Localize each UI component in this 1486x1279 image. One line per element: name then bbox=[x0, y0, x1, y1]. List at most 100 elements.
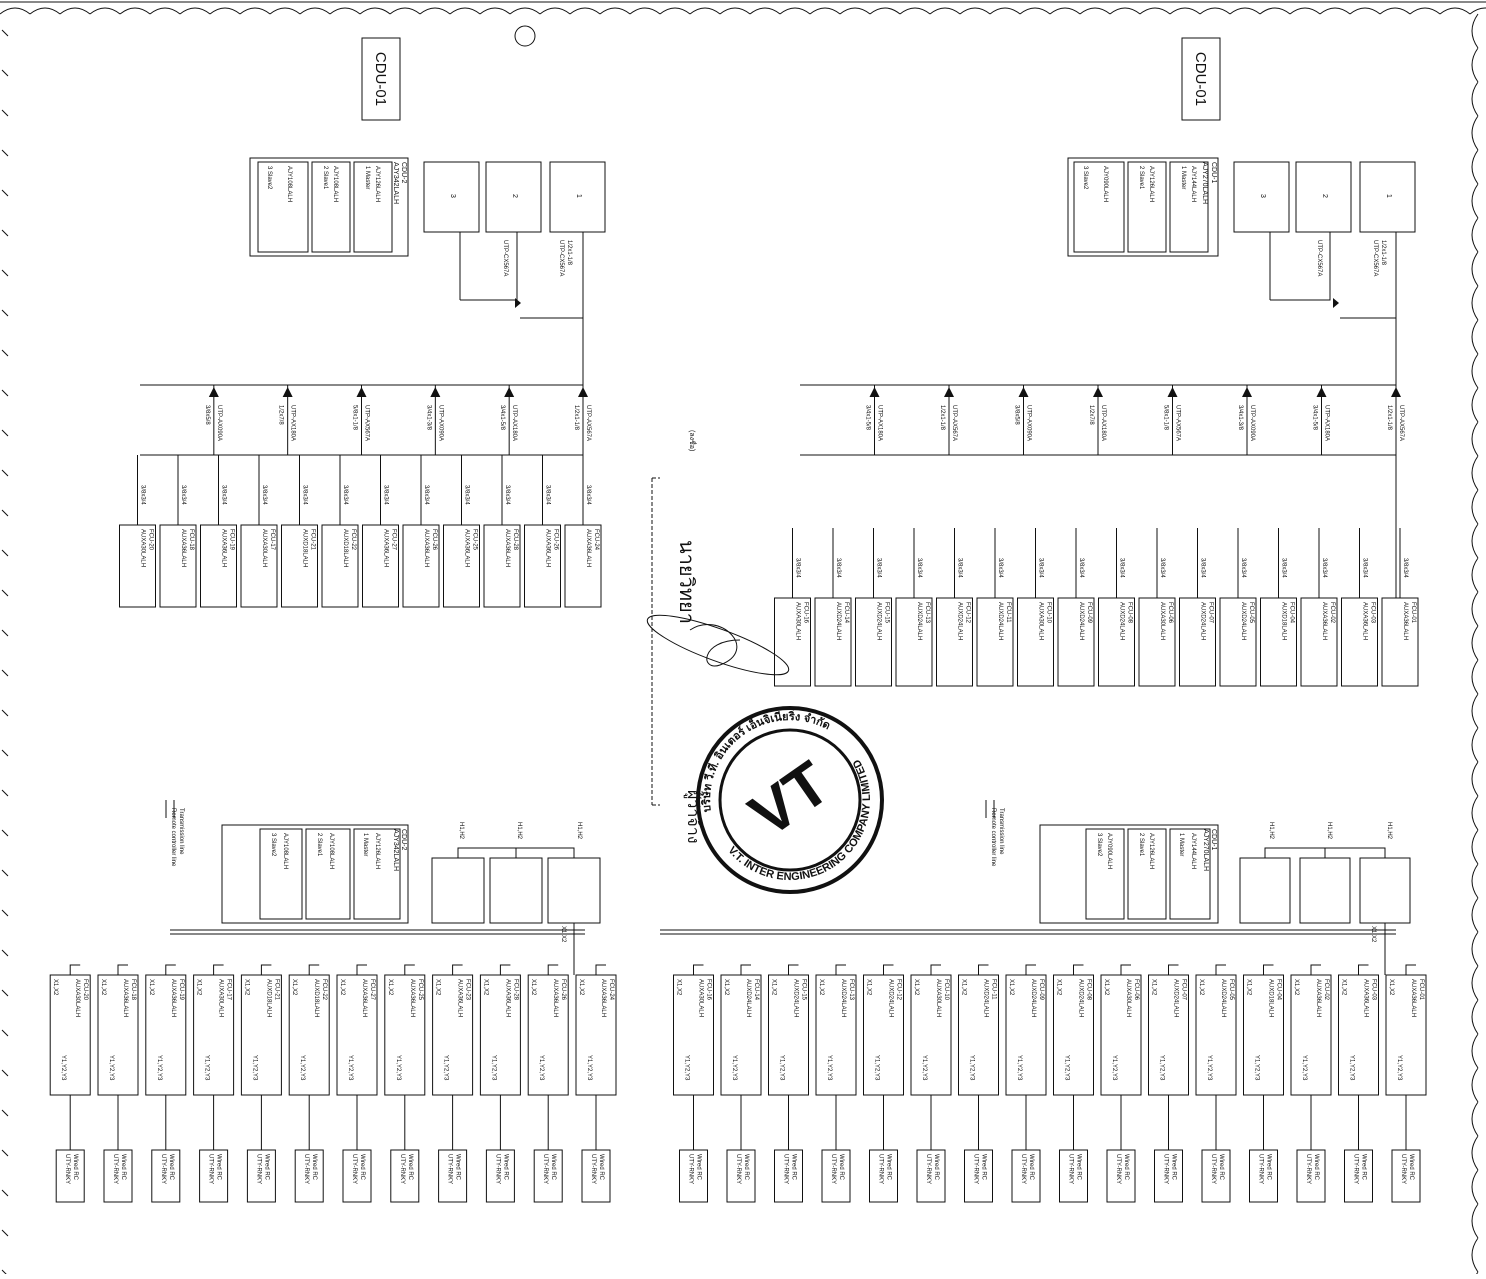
branch-joint bbox=[1391, 387, 1401, 397]
branch-pipe-size: 1/2x1-1/8 bbox=[573, 405, 579, 431]
branch-pipe-size: 1/2x7/8 bbox=[1088, 405, 1094, 425]
branch-joint bbox=[504, 387, 514, 397]
branch-pipe-size: 3/4x1-5/8 bbox=[1312, 405, 1318, 431]
wiring-cdu-right-master-label: 1 Master bbox=[1178, 833, 1184, 856]
wiring-fcu-y: Y1,Y2,Y3 bbox=[1064, 1055, 1070, 1081]
wiring-link bbox=[1216, 965, 1226, 975]
wiring-fcu-id: FCU-10 bbox=[943, 979, 949, 1001]
fcu-pipe-size: 3/8x3/4 bbox=[835, 558, 841, 578]
cdu-right-master: AJY144LALH bbox=[1190, 166, 1196, 202]
remote-label: Wired RC bbox=[407, 1154, 413, 1181]
fcu-model: AUXD18LALH bbox=[1281, 602, 1287, 640]
wiring-fcu-id: FCU-25 bbox=[417, 979, 423, 1001]
wiring-fcu-model: AUXA36LALH bbox=[600, 979, 606, 1017]
remote-model: UTY-RNKY bbox=[351, 1154, 357, 1184]
fcu-pipe-size: 3/8x3/4 bbox=[1159, 558, 1165, 578]
wiring-fcu-x: X1,X2 bbox=[243, 979, 249, 996]
fcu-pipe-size: 3/8x3/4 bbox=[180, 485, 186, 505]
remote-label: Wired RC bbox=[743, 1154, 749, 1181]
fcu-pipe-size: 3/8x3/4 bbox=[221, 485, 227, 505]
wiring-cdu-left-model: AJY342LALH bbox=[392, 829, 399, 871]
wiring-right-h1: H1,H2 bbox=[1386, 822, 1392, 840]
branch-pipe-size: 1/2x1-1/8 bbox=[1386, 405, 1392, 431]
legend-left-transmission: Transmission line bbox=[178, 808, 184, 855]
fcu-model: AUXA30LALH bbox=[795, 602, 801, 640]
branch-pipe-size: 5/8x1-1/8 bbox=[1163, 405, 1169, 431]
branch-label: UTP-AX567A bbox=[1398, 405, 1404, 441]
outdoor-no-3-left: 3 bbox=[449, 194, 456, 198]
branch-pipe-size: 3/4x1-5/8 bbox=[865, 405, 871, 431]
wiring-fcu-x: X1,X2 bbox=[1246, 979, 1252, 996]
wiring-fcu-id: FCU-11 bbox=[991, 979, 997, 1000]
fcu-model: AUXD24LALH bbox=[916, 602, 922, 640]
cdu-left-slave1-label: 2 Slave1 bbox=[322, 166, 328, 190]
cdu-left-block: CDU-2 AJY342LALH AJY126LALH 1 Master AJY… bbox=[250, 158, 408, 256]
remote-label: Wired RC bbox=[933, 1154, 939, 1181]
wiring-cdu-left-slave2-label: 3 Slave2 bbox=[270, 833, 276, 857]
wiring-left-h3: H1,H2 bbox=[458, 822, 464, 840]
wiring-fcu-model: AUXA36LALH bbox=[361, 979, 367, 1017]
wiring-right-h2: H1,H2 bbox=[1326, 822, 1332, 840]
fcu-id: FCU-14 bbox=[843, 602, 849, 624]
branch-label: UTP-AX567A bbox=[364, 405, 370, 441]
fcu-id: FCU-02 bbox=[1329, 602, 1335, 624]
wiring-link bbox=[596, 965, 606, 975]
fcu-model: AUXA30LALH bbox=[1038, 602, 1044, 640]
remote-label: Wired RC bbox=[311, 1154, 317, 1181]
wiring-link bbox=[166, 965, 176, 975]
remote-model: UTY-RNKY bbox=[925, 1154, 931, 1184]
wiring-fcu-id: FCU-14 bbox=[753, 979, 759, 1001]
fcu-model: AUXA36LALH bbox=[1321, 602, 1327, 640]
wiring-fcu-x: X1,X2 bbox=[435, 979, 441, 996]
remote-label: Wired RC bbox=[1218, 1154, 1224, 1181]
wiring-fcu-model: AUXD24LALH bbox=[745, 979, 751, 1017]
cdu-right-master-label: 1 Master bbox=[1180, 166, 1186, 189]
outdoor-no-3-right: 3 bbox=[1259, 194, 1266, 198]
remote-model: UTY-RNKY bbox=[1068, 1154, 1074, 1184]
remote-model: UTY-RNKY bbox=[830, 1154, 836, 1184]
remote-label: Wired RC bbox=[696, 1154, 702, 1181]
fcu-pipe-size: 3/8x3/4 bbox=[423, 485, 429, 505]
wiring-fcu-model: AUXA30LALH bbox=[698, 979, 704, 1017]
wiring-link bbox=[309, 965, 319, 975]
fcu-id: FCU-06 bbox=[1167, 602, 1173, 624]
remote-model: UTY-RNKY bbox=[160, 1154, 166, 1184]
wiring-fcu-model: AUXD18LALH bbox=[1268, 979, 1274, 1017]
outdoor-no-2-left: 2 bbox=[511, 194, 518, 198]
cdu-left-name: CDU-2 bbox=[400, 162, 407, 183]
branch-label: UTP-AX567A bbox=[585, 405, 591, 441]
wiring-fcu-id: FCU-28 bbox=[512, 979, 518, 1001]
fcu-pipe-size: 3/8x3/4 bbox=[1362, 558, 1368, 578]
wiring-fcu-y: Y1,Y2,Y3 bbox=[443, 1055, 449, 1081]
remote-model: UTY-RNKY bbox=[688, 1154, 694, 1184]
fcu-id: FCU-16 bbox=[803, 602, 809, 624]
branch-joint bbox=[1168, 387, 1178, 397]
fcu-pipe-size: 3/8x3/4 bbox=[1200, 558, 1206, 578]
fcu-model: AUXA36LALH bbox=[221, 529, 227, 567]
wiring-fcu-id: FCU-20 bbox=[82, 979, 88, 1001]
hand-annotation: (ลงชื่อ) bbox=[688, 430, 697, 451]
branch-joint bbox=[430, 387, 440, 397]
cdu-left-slave2-label: 3 Slave2 bbox=[266, 166, 272, 190]
wiring-link bbox=[741, 965, 751, 975]
fcu-id: FCU-10 bbox=[1046, 602, 1052, 624]
branch-joint bbox=[209, 387, 219, 397]
wiring-cdu-right: CDU-1 AJY270LALH AJY144LALH 1 Master AJY… bbox=[986, 800, 1410, 975]
fcu-model: AUXD24LALH bbox=[1240, 602, 1246, 640]
fcu-pipe-size: 3/8x3/4 bbox=[545, 485, 551, 505]
wiring-cdu-left-name: CDU-2 bbox=[400, 829, 407, 850]
wiring-fcu-id: FCU-17 bbox=[226, 979, 232, 1001]
legend-left-remote: Remote controller line bbox=[170, 808, 176, 867]
cdu-right-name: CDU-1 bbox=[1210, 162, 1217, 183]
wiring-fcu-y: Y1,Y2,Y3 bbox=[1159, 1055, 1165, 1081]
fcu-model: AUXD24LALH bbox=[997, 602, 1003, 640]
wiring-fcu-model: AUXA36LALH bbox=[504, 979, 510, 1017]
branch-joint bbox=[944, 387, 954, 397]
remote-model: UTY-RNKY bbox=[735, 1154, 741, 1184]
branch-joint bbox=[870, 387, 880, 397]
wiring-link bbox=[836, 965, 846, 975]
wiring-fcu-x: X1,X2 bbox=[387, 979, 393, 996]
wiring-cdu-right-slave2-label: 3 Slave2 bbox=[1096, 833, 1102, 857]
